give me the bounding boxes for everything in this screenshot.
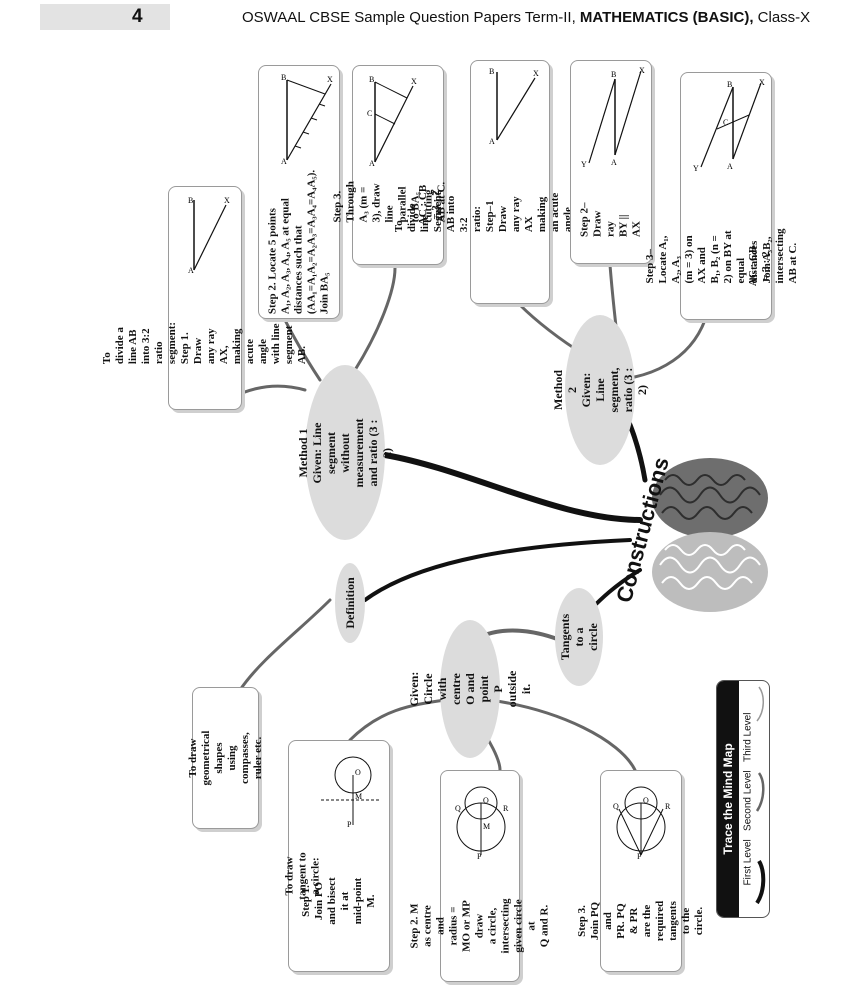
fig-label-P: P	[347, 820, 352, 829]
method1-step2-text: Step 2. Locate 5 points A₁, A₂, A₃, A₄, …	[266, 169, 331, 315]
method2-step2-box: Step 2– Draw ray BY || AX A B X Y	[570, 60, 652, 264]
fig-label-A: A	[369, 159, 375, 167]
fig-label-A: A	[188, 266, 194, 275]
legend-title-bar: Trace the Mind Map	[717, 681, 739, 917]
fig-label-A: A	[727, 162, 733, 171]
method2-step3-box: Step 3– Locate A₁, A₂, A₃ (m = 3) on AX …	[644, 72, 799, 320]
fig-label-B: B	[611, 70, 616, 79]
fig-label-X: X	[639, 66, 645, 75]
definition-label: Definition	[343, 577, 357, 629]
tangent-step3-text: Step 3. Join PQ and PR. PQ & PR are the …	[576, 900, 705, 942]
fig-label-O: O	[355, 768, 361, 777]
legend-first: First Level	[742, 839, 754, 886]
fig-label-M: M	[355, 792, 362, 801]
tangent-step2-text: Step 2. M as centre and radius = MO or M…	[408, 898, 551, 954]
fig-label-B: B	[281, 73, 286, 82]
method1-step3-box: Step 3. Through A₃ (m = 3), draw line pa…	[332, 65, 448, 265]
title-suffix: Class-X	[753, 9, 811, 26]
fig-label-X: X	[759, 78, 765, 87]
central-topic-label: Constructions	[611, 454, 674, 606]
tangent-step2-figure: O M Q R P	[455, 786, 509, 861]
fig-label-M: M	[483, 822, 490, 831]
method2-label: Method 2 Given: Line segment, ratio (3 :…	[551, 367, 649, 413]
definition-text: To draw geometrical shapes using compass…	[186, 730, 264, 786]
method1-label: Method 1 Given: Line segment without mea…	[296, 417, 394, 488]
fig-label-Y: Y	[581, 160, 587, 169]
central-topic: Constructions	[608, 455, 678, 606]
page-header: 4 OSWAAL CBSE Sample Question Papers Ter…	[0, 0, 850, 40]
legend-second: Second Level	[742, 770, 754, 831]
tangents-label: Tangents to a circle	[558, 613, 600, 661]
tangents-given-oval: Given: Circle with centre O and point P …	[407, 620, 533, 758]
fig-label-R: R	[503, 804, 509, 813]
tangent-step3-box: Step 3. Join PQ and PR. PQ & PR are the …	[576, 770, 705, 972]
tangents-oval: Tangents to a circle	[555, 588, 603, 686]
fig-label-Y: Y	[693, 164, 699, 173]
connector-definition	[363, 538, 632, 602]
fig-label-C: C	[367, 109, 372, 118]
fig-label-O: O	[483, 796, 489, 805]
tangent-step1-box: To draw tangent to a circle: Step 1. Joi…	[284, 740, 390, 972]
method2-oval: Method 2 Given: Line segment, ratio (3 :…	[551, 315, 649, 465]
page-title: OSWAAL CBSE Sample Question Papers Term-…	[242, 9, 810, 26]
legend-box: Trace the Mind Map First Level Second Le…	[716, 680, 770, 918]
fig-label-X: X	[224, 196, 230, 205]
legend-title: Trace the Mind Map	[721, 743, 735, 855]
fig-label-C: C	[723, 118, 728, 127]
fig-label-B: B	[727, 80, 732, 89]
page-number: 4	[132, 6, 143, 27]
fig-label-P: P	[477, 852, 482, 861]
fig-label-B: B	[369, 75, 374, 84]
fig-label-O: O	[643, 796, 649, 805]
tangent-step1-figure: O M P	[321, 756, 379, 829]
page-number-box	[40, 4, 170, 30]
method1-oval: Method 1 Given: Line segment without mea…	[296, 365, 394, 540]
connector-method1	[382, 452, 643, 523]
fig-label-X: X	[327, 75, 333, 84]
tangent-step2-box: Step 2. M as centre and radius = MO or M…	[409, 770, 551, 982]
legend-line-samples	[755, 686, 766, 905]
fig-label-R: R	[665, 802, 671, 811]
method1-step1-box: To divide a line AB into 3:2 ratio segme…	[101, 186, 308, 410]
method2-step3-text: Step 3– Locate A₁, A₂, A₃ (m = 3) on AX …	[644, 228, 799, 284]
fig-label-Q: Q	[455, 804, 461, 813]
fig-label-A: A	[611, 158, 617, 167]
method2-step3-ratio: AC : CB = 3 : 2	[747, 245, 772, 287]
tangent-step3-figure: O Q R P	[613, 786, 671, 861]
legend-third: Third Level	[742, 712, 754, 763]
title-subject: MATHEMATICS (BASIC),	[579, 9, 754, 26]
method2-step2-figure: A B X Y	[581, 66, 645, 169]
fig-label-P: P	[637, 852, 642, 861]
brain-icon	[652, 458, 768, 612]
tangents-given-label: Given: Circle with centre O and point P …	[407, 670, 533, 708]
definition-box: To draw geometrical shapes using compass…	[187, 687, 264, 829]
legend-levels-text: First Level Second Level Third Level	[743, 713, 754, 886]
fig-label-A: A	[489, 137, 495, 146]
method1-step1-text: To divide a line AB into 3:2 ratio segme…	[101, 321, 308, 365]
method2-step3-figure: A B C X Y	[693, 78, 765, 173]
method2-step2-text: Step 2– Draw ray BY || AX	[578, 202, 643, 237]
method1-step1-figure: A B X	[188, 196, 230, 275]
method1-step3-figure: A B C X	[367, 75, 417, 167]
fig-label-X: X	[411, 77, 417, 86]
method2-step1-box: To divide line Segment AB into 3:2 ratio…	[393, 60, 626, 304]
method2-step1-figure: A B X	[489, 67, 539, 146]
tangent-step1-text: Step 1. Join PO and bisect it at mid-poi…	[300, 877, 377, 925]
method1-step2-box: Step 2. Locate 5 points A₁, A₂, A₃, A₄, …	[258, 65, 340, 319]
fig-label-X: X	[533, 69, 539, 78]
fig-label-Q: Q	[613, 802, 619, 811]
title-prefix: OSWAAL CBSE Sample Question Papers Term-…	[242, 9, 580, 26]
definition-oval: Definition	[335, 563, 365, 643]
method1-step2-figure: A B X	[281, 73, 333, 166]
fig-label-A: A	[281, 157, 287, 166]
fig-label-B: B	[489, 67, 494, 76]
fig-label-B: B	[188, 196, 193, 205]
